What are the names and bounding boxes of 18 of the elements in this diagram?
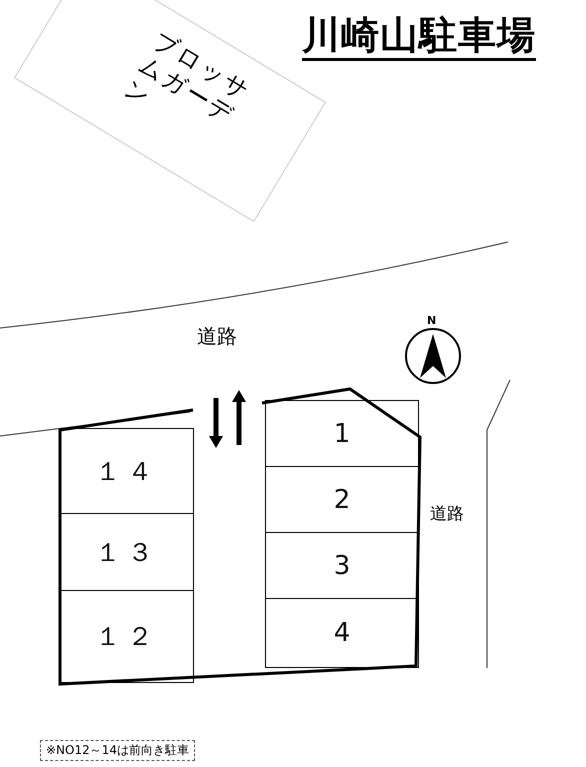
road-label: 道路 [430,503,464,525]
space-number: 1 [334,418,350,448]
space-number: 3 [334,550,350,580]
road-label: 道路 [197,323,237,350]
note: ※NO12～14は前向き駐車 [40,740,196,761]
building-name: ブロッサムガーデン [120,26,256,132]
map-title: 川崎山駐車場 [302,12,536,61]
parking-space [265,532,419,599]
space-number: １２ [95,621,159,654]
space-number: １３ [95,536,159,570]
space-number: １４ [95,456,159,488]
space-number: 2 [334,484,350,514]
parking-space [265,598,419,668]
compass-north-label: N [427,314,436,327]
parking-space [60,590,194,683]
parking-space [60,428,194,514]
space-number: 4 [334,618,350,648]
parking-space [265,400,419,467]
